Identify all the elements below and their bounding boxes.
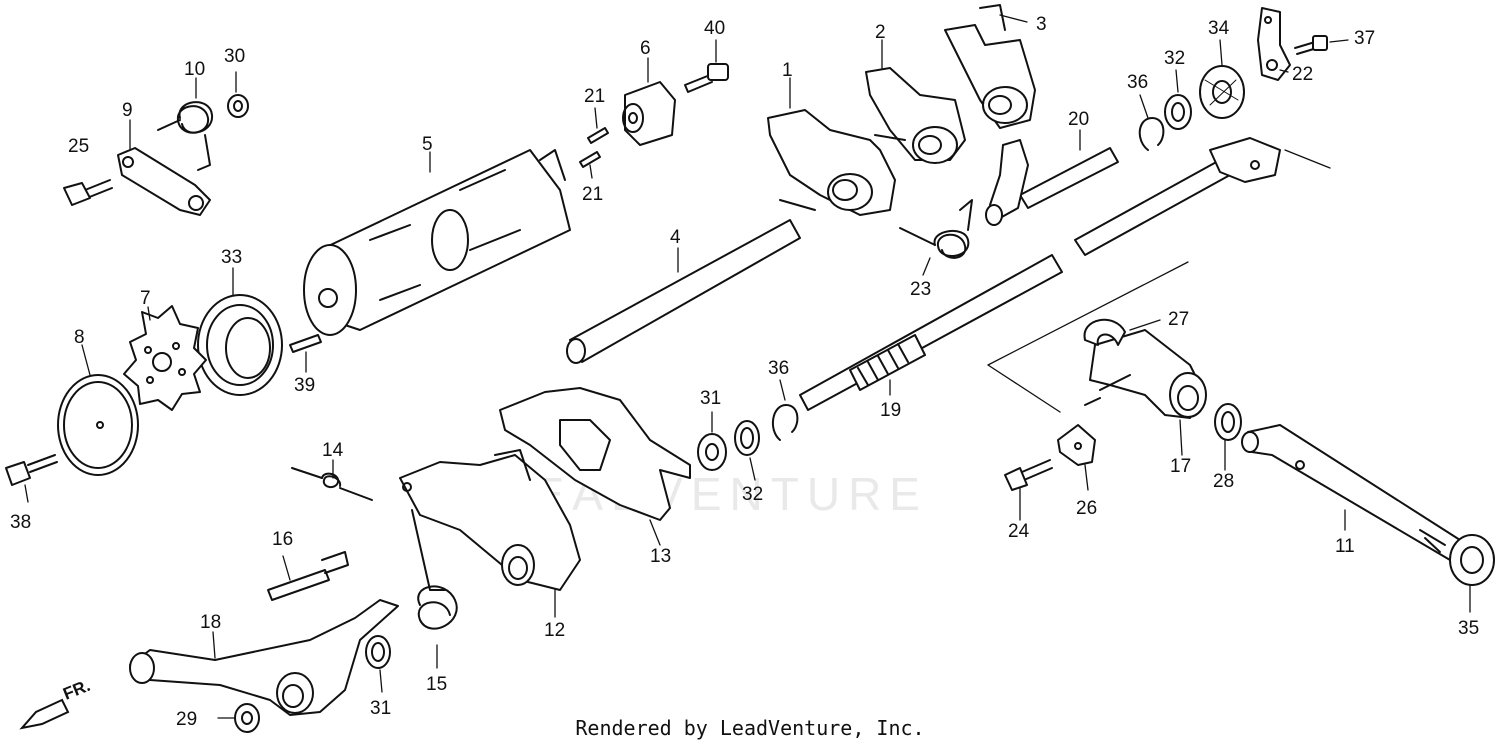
- part-fork-shaft: [566, 219, 801, 364]
- callout-30: 30: [224, 46, 245, 67]
- part-washer-32-upper: [1164, 94, 1192, 130]
- callout-34: 34: [1208, 18, 1230, 39]
- front-arrow-icon: [19, 698, 70, 730]
- part-washer-28: [1214, 403, 1242, 441]
- part-washer-31-lower: [365, 635, 391, 669]
- part-shift-arm-shaft: [985, 139, 1119, 226]
- callout-labels: 1 2 3 4 5 6 7 8 9 10 11 12 13 14 15 16 1…: [10, 14, 1479, 730]
- assembly-guide-lines: [987, 149, 1331, 413]
- part-gearshift-spindle: [799, 137, 1281, 411]
- part-shift-fork-1: [767, 109, 896, 216]
- callout-37: 37: [1354, 28, 1375, 49]
- callout-10: 10: [184, 59, 205, 80]
- callout-4: 4: [670, 227, 681, 248]
- part-drum-center: [622, 81, 676, 146]
- part-dowel-pins: [579, 127, 609, 168]
- part-shaft-spring: [899, 199, 973, 259]
- callout-32-lower: 32: [742, 484, 763, 505]
- callout-24: 24: [1008, 521, 1030, 542]
- part-oil-seal-35: [1449, 534, 1495, 586]
- part-stopper-arm: [117, 147, 211, 216]
- part-stopper-spring: [157, 101, 214, 171]
- callout-3: 3: [1036, 14, 1047, 35]
- watermark-text: LEADVENTURE: [500, 468, 928, 520]
- callout-leaders: [24, 14, 1471, 719]
- front-label: FR.: [60, 676, 93, 704]
- callout-9: 9: [122, 100, 133, 121]
- part-washer-32-lower: [734, 420, 760, 456]
- part-pivot-bracket: [1084, 329, 1207, 419]
- callout-36-lower: 36: [768, 358, 789, 379]
- callout-16: 16: [272, 529, 293, 550]
- callout-15: 15: [426, 674, 447, 695]
- callout-38: 38: [10, 512, 31, 533]
- callout-1: 1: [782, 60, 793, 81]
- callout-31-lower: 31: [370, 698, 391, 719]
- part-stud-16: [267, 551, 349, 601]
- part-clip-27: [1083, 318, 1126, 346]
- part-bearing-34: [1199, 65, 1245, 119]
- part-washer-31-upper: [697, 433, 727, 471]
- callout-8: 8: [74, 327, 85, 348]
- part-bearing-33: [197, 294, 283, 396]
- callout-23: 23: [910, 279, 931, 300]
- part-stopper-lever: [1257, 7, 1291, 81]
- callout-40: 40: [704, 18, 725, 39]
- callout-2: 2: [875, 22, 886, 43]
- part-shift-fork-3: [944, 4, 1036, 129]
- callout-25: 25: [68, 136, 89, 157]
- callout-39: 39: [294, 375, 315, 396]
- callout-32-upper: 32: [1164, 48, 1185, 69]
- watermark: LEADVENTURE: [500, 468, 928, 520]
- callout-33: 33: [221, 247, 242, 268]
- callout-6: 6: [640, 38, 651, 59]
- part-return-spring: [291, 467, 373, 501]
- callout-14: 14: [322, 440, 344, 461]
- callout-13: 13: [650, 546, 671, 567]
- part-pin-39: [289, 334, 322, 353]
- part-gearshift-pedal: [129, 599, 399, 716]
- part-bolt-25: [63, 179, 113, 206]
- part-bolt-38: [5, 454, 58, 486]
- callout-18: 18: [200, 612, 221, 633]
- footer-credit: Rendered by LeadVenture, Inc.: [575, 716, 925, 740]
- callout-21-top: 21: [584, 86, 605, 107]
- callout-20: 20: [1068, 109, 1089, 130]
- part-arm-spring: [411, 509, 458, 630]
- callout-36-upper: 36: [1127, 72, 1148, 93]
- callout-22: 22: [1292, 64, 1313, 85]
- part-gearshift-arm: [399, 449, 581, 591]
- callout-19: 19: [880, 400, 901, 421]
- callout-27: 27: [1168, 309, 1189, 330]
- part-shift-fork-2: [865, 67, 966, 164]
- callout-21-bottom: 21: [582, 184, 603, 205]
- part-star-plate: [123, 305, 207, 411]
- part-bolt-24: [1004, 459, 1053, 491]
- part-bolt-40: [684, 63, 729, 93]
- callout-29: 29: [176, 709, 197, 730]
- part-guide-plate: [499, 387, 691, 521]
- callout-12: 12: [544, 620, 565, 641]
- callout-26: 26: [1076, 498, 1097, 519]
- part-circlip-36-lower: [771, 404, 799, 441]
- part-cover-plate: [57, 374, 139, 476]
- callout-7: 7: [140, 288, 151, 309]
- callout-28: 28: [1213, 471, 1234, 492]
- callout-11: 11: [1335, 536, 1355, 557]
- callout-35: 35: [1458, 618, 1479, 639]
- part-clamp-26: [1057, 424, 1096, 466]
- callout-5: 5: [422, 134, 433, 155]
- part-washer-30: [227, 94, 249, 118]
- part-shift-drum: [303, 149, 571, 336]
- callout-17: 17: [1170, 456, 1191, 477]
- part-circlip-36-upper: [1138, 117, 1165, 151]
- callout-31-upper: 31: [700, 388, 721, 409]
- part-bolt-37: [1294, 35, 1328, 55]
